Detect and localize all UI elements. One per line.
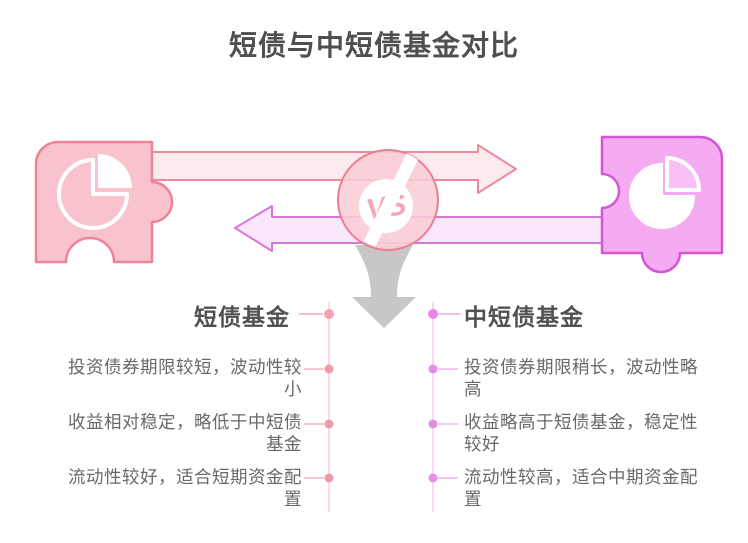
pie-slice-icon: [665, 156, 701, 192]
left-column-connectors: [299, 302, 334, 512]
left-column-header: 短债基金: [194, 304, 290, 330]
list-item: 收益相对稳定，略低于中短债基金: [68, 412, 302, 454]
pie-slice-icon: [98, 154, 132, 188]
list-item: 流动性较好，适合短期资金配置: [68, 467, 302, 509]
right-arrow-icon: [145, 144, 517, 194]
bullet-dot: [428, 309, 438, 319]
bullet-dot: [324, 364, 334, 374]
left-puzzle-shape: [34, 140, 174, 264]
list-item: 流动性较高，适合中期资金配置: [464, 467, 698, 509]
bullet-dot: [428, 473, 438, 483]
list-item: 收益略高于短债基金，稳定性较好: [464, 412, 698, 454]
pie-chart-icon: [57, 158, 129, 230]
bullet-dot: [428, 364, 438, 374]
bullet-dot: [324, 473, 334, 483]
vs-badge: VS: [337, 149, 439, 254]
list-item: 投资债券期限稍长，波动性略高: [464, 357, 698, 399]
right-column-connectors: [428, 302, 461, 512]
left-puzzle-body: [34, 140, 174, 264]
list-item: 投资债券期限较短，波动性较小: [68, 357, 302, 399]
down-arrow-icon: [352, 245, 416, 328]
bullet-dot: [324, 419, 334, 429]
bullet-dot: [428, 419, 438, 429]
vs-slash: [360, 150, 420, 254]
pie-chart-icon: [629, 163, 695, 229]
right-column-header: 中短债基金: [464, 304, 584, 330]
right-puzzle-shape: [600, 135, 724, 274]
bullet-dot: [324, 309, 334, 319]
page-title: 短债与中短债基金对比: [228, 30, 519, 61]
